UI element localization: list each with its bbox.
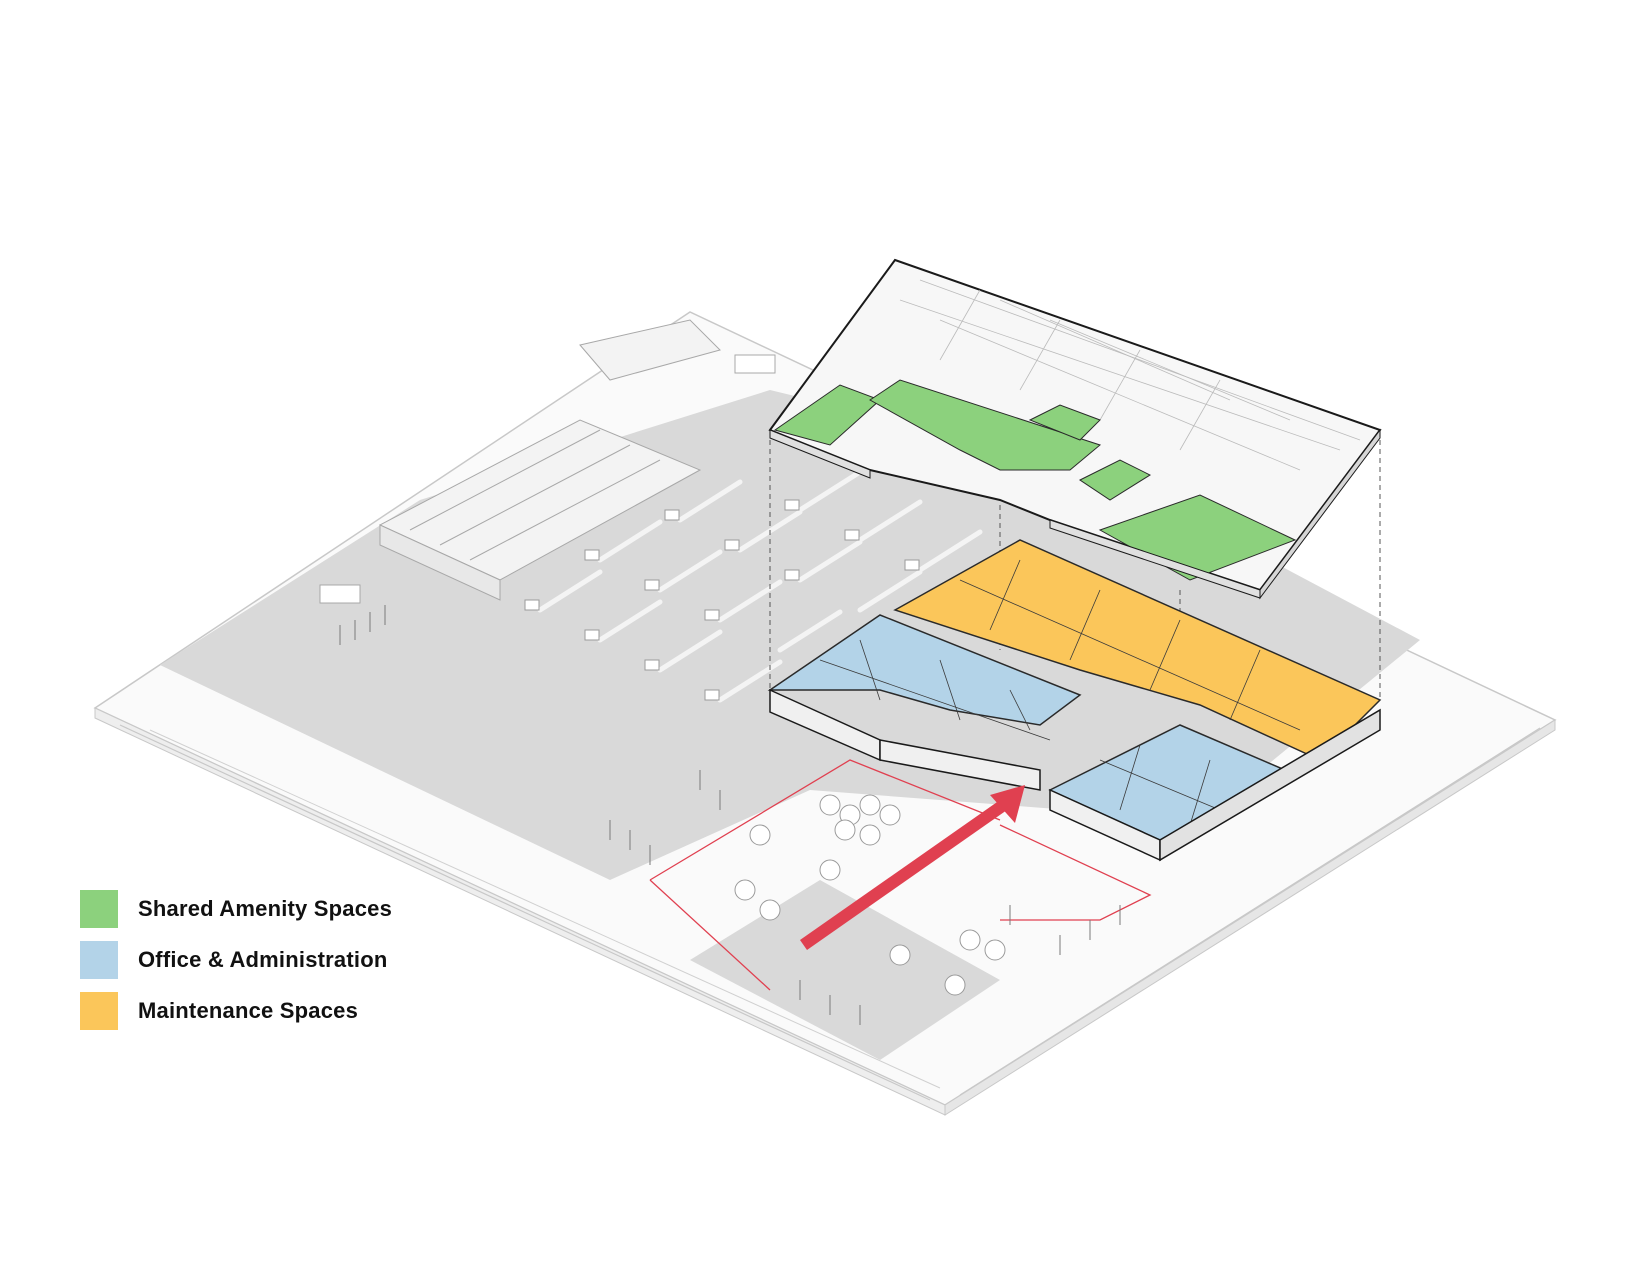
- upper-floor-plan: [768, 258, 1382, 600]
- amenity-zone-upper: [1028, 404, 1101, 441]
- existing-building: [319, 319, 776, 604]
- tree-icon: [734, 794, 1006, 996]
- legend: Shared Amenity Spaces Office & Administr…: [80, 883, 392, 1036]
- legend-item-office-administration: Office & Administration: [80, 934, 392, 985]
- legend-item-maintenance: Maintenance Spaces: [80, 985, 392, 1036]
- legend-swatch-green: [80, 889, 118, 928]
- amenity-zone-center: [869, 379, 1102, 471]
- legend-label: Maintenance Spaces: [138, 997, 359, 1023]
- legend-item-shared-amenity: Shared Amenity Spaces: [80, 883, 392, 934]
- landscape-trees: [339, 605, 1121, 1025]
- ground-floor-plan: [767, 539, 1382, 862]
- office-zone-left: [767, 614, 1082, 726]
- legend-label: Shared Amenity Spaces: [138, 895, 393, 921]
- amenity-zone-lower: [1079, 459, 1152, 501]
- lower-paving: [690, 880, 1000, 1060]
- legend-label: Office & Administration: [138, 946, 388, 972]
- site-edge-right: [944, 719, 1556, 1116]
- legend-swatch-blue: [80, 940, 118, 979]
- entry-path: [649, 759, 1152, 991]
- entry-arrow-icon: [800, 785, 1025, 950]
- legend-swatch-orange: [80, 991, 118, 1030]
